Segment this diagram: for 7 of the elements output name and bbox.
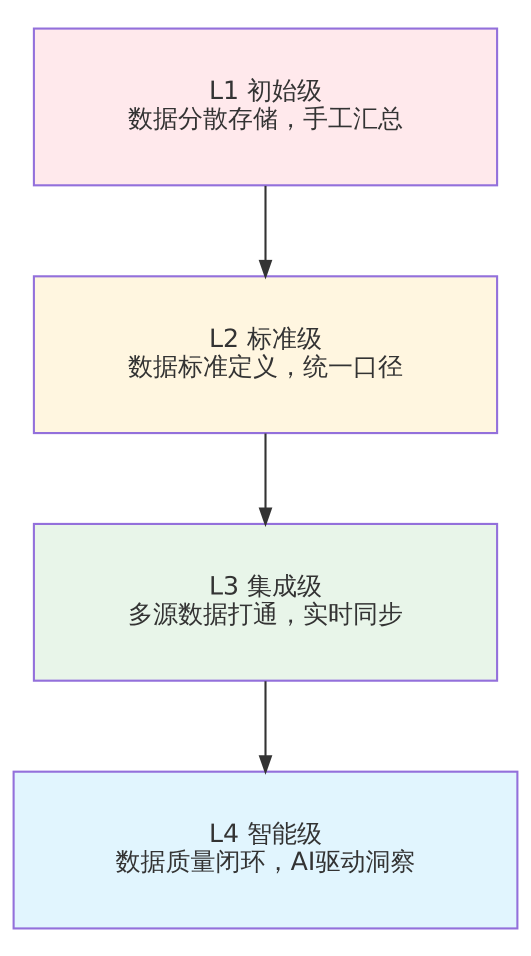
arrow (258, 680, 272, 774)
arrow (258, 185, 272, 279)
node-box: L4 智能级 数据质量闭环，AI驱动洞察 (12, 770, 518, 929)
node-box: L1 初始级 数据分散存储，手工汇总 (32, 27, 498, 186)
node-box: L2 标准级 数据标准定义，统一口径 (32, 274, 498, 434)
node-box: L3 集成级 多源数据打通，实时同步 (32, 522, 498, 682)
arrow (258, 433, 272, 527)
